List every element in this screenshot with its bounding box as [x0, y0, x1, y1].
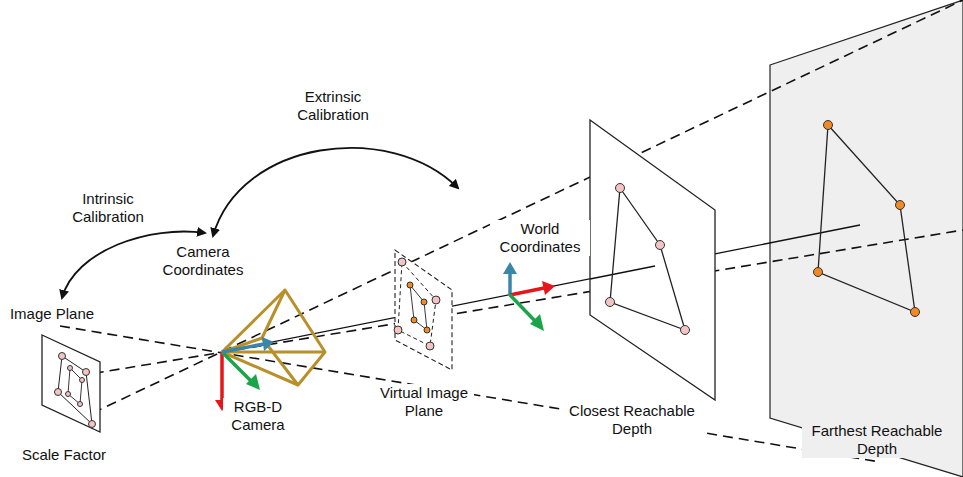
figure-label: Closest Reachable Depth	[562, 402, 702, 438]
far-point	[911, 308, 920, 317]
virtual-point	[407, 282, 413, 288]
figure-label: Extrinsic Calibration	[286, 88, 381, 124]
frustum-line	[60, 326, 880, 462]
axis-y	[510, 295, 536, 322]
virtual-point	[411, 317, 417, 323]
axis-z	[508, 272, 512, 295]
optical-axis	[590, 266, 655, 279]
virtual-point	[426, 342, 434, 350]
figure-label: Camera Coordinates	[153, 243, 253, 279]
far-point	[814, 268, 823, 277]
frustum-line	[78, 0, 963, 420]
camera-pyramid	[222, 290, 325, 385]
image-quad	[58, 356, 92, 424]
far-point	[824, 121, 833, 130]
far-point	[896, 201, 905, 210]
far-quad	[818, 125, 915, 312]
axis-head	[503, 262, 517, 274]
figure-label: Farthest Reachable Depth	[802, 422, 952, 458]
image-point	[68, 366, 73, 371]
axis-head	[530, 314, 544, 331]
axis-head	[262, 337, 274, 351]
figure-label: RGB-D Camera	[223, 398, 293, 434]
closest-point	[656, 241, 665, 250]
camera-edge	[222, 290, 285, 352]
figure-label: World Coordinates	[490, 220, 590, 256]
image-plane	[42, 335, 100, 432]
camera-edge	[222, 351, 325, 354]
far-plane	[770, 0, 963, 477]
virtual-point	[398, 258, 406, 266]
image-point	[55, 389, 62, 396]
closest-point	[606, 298, 615, 307]
virtual-point	[424, 327, 430, 333]
closest-point	[681, 326, 690, 335]
figure-label: Image Plane	[8, 305, 96, 323]
virtual-inner-quad	[410, 285, 427, 330]
figure-label: Intrinsic Calibration	[61, 190, 156, 226]
virtual-point	[394, 326, 402, 334]
virtual-point	[421, 299, 427, 305]
closest-quad	[610, 188, 685, 330]
virtual-point	[432, 296, 440, 304]
axis-x	[510, 288, 544, 295]
image-point	[59, 353, 66, 360]
virtual-quad	[398, 262, 436, 346]
closest-plane	[590, 120, 715, 400]
virtual-plane	[395, 250, 452, 370]
axis-z	[222, 344, 264, 352]
camera-edge	[222, 352, 298, 385]
closest-point	[616, 184, 625, 193]
figure-label: Virtual Image Plane	[374, 384, 474, 420]
axis-x	[220, 352, 224, 402]
axis-head	[542, 281, 555, 295]
image-point	[66, 392, 71, 397]
image-point	[80, 378, 85, 383]
axis-y	[222, 352, 252, 382]
image-inner-quad	[68, 368, 82, 404]
image-point	[83, 369, 90, 376]
figure-label: Scale Factor	[20, 446, 108, 464]
image-point	[78, 402, 83, 407]
axis-head	[246, 374, 260, 390]
calibration-arrow	[213, 148, 458, 236]
image-point	[89, 421, 96, 428]
